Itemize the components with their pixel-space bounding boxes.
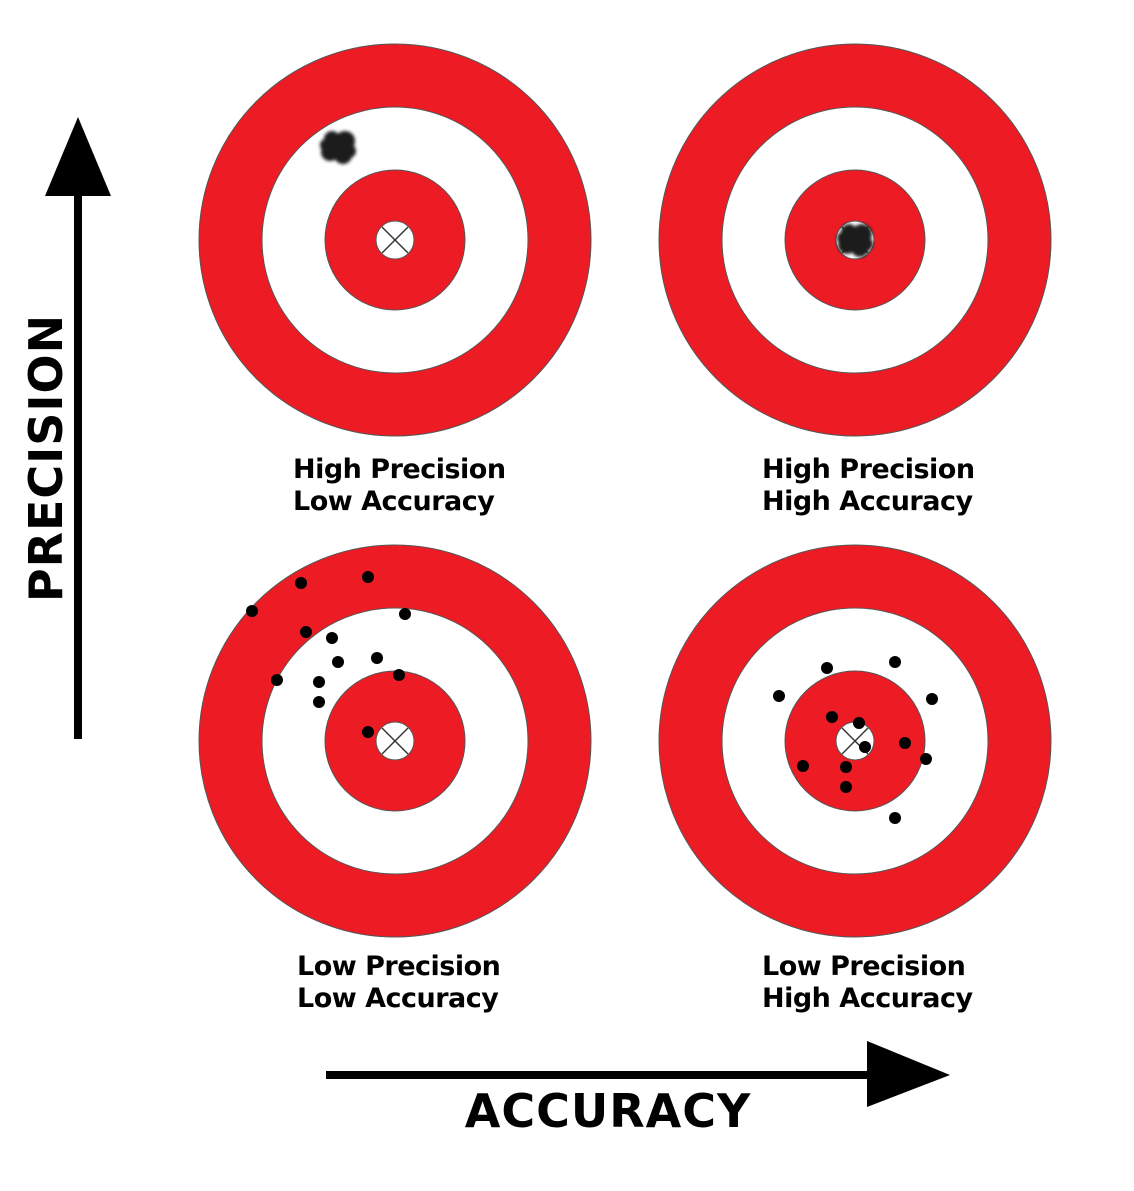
shot-blot xyxy=(320,139,332,151)
accuracy-axis-label: ACCURACY xyxy=(464,1084,752,1138)
shot-cluster xyxy=(320,131,356,164)
shot-hole xyxy=(326,632,338,644)
shot-cluster xyxy=(837,224,873,257)
shot-hole xyxy=(826,711,838,723)
shot-hole xyxy=(840,761,852,773)
shot-hole xyxy=(295,577,307,589)
shot-hole xyxy=(313,676,325,688)
shot-hole xyxy=(246,605,258,617)
shot-hole xyxy=(797,760,809,772)
shot-hole xyxy=(889,656,901,668)
precision-axis-label: PRECISION xyxy=(19,313,73,603)
accuracy-arrow-head xyxy=(867,1041,950,1107)
accuracy-arrow-shaft xyxy=(326,1071,886,1079)
precision-arrow-head xyxy=(45,117,111,196)
precision-arrow-shaft xyxy=(74,185,82,739)
caption-bottom-right-line1: Low Precision xyxy=(762,951,966,982)
shot-hole xyxy=(393,669,405,681)
shot-hole xyxy=(821,662,833,674)
caption-top-right-line2: High Accuracy xyxy=(762,486,973,517)
shot-blot xyxy=(342,144,356,158)
shot-hole xyxy=(362,726,374,738)
shot-hole xyxy=(332,656,344,668)
shot-hole xyxy=(899,737,911,749)
bullseye-cross-line xyxy=(841,727,869,755)
shot-hole xyxy=(926,693,938,705)
shot-hole xyxy=(853,717,865,729)
bullseye-cross-line xyxy=(381,226,409,254)
caption-bottom-right-line2: High Accuracy xyxy=(762,983,973,1014)
shot-blot xyxy=(859,237,873,251)
shot-hole xyxy=(371,652,383,664)
bullseye-cross-line xyxy=(381,727,409,755)
shot-hole xyxy=(313,696,325,708)
shot-hole xyxy=(859,741,871,753)
caption-top-left-line1: High Precision xyxy=(293,454,506,485)
caption-bottom-left-line1: Low Precision xyxy=(297,951,501,982)
precision-arrow xyxy=(45,117,111,739)
caption-bottom-left-line2: Low Accuracy xyxy=(297,983,499,1014)
shot-hole xyxy=(889,812,901,824)
targets-group xyxy=(198,43,1052,938)
shot-blot xyxy=(837,232,849,244)
shot-hole xyxy=(271,674,283,686)
caption-top-right-line1: High Precision xyxy=(762,454,975,485)
shot-hole xyxy=(300,626,312,638)
shot-hole xyxy=(920,753,932,765)
shot-hole xyxy=(362,571,374,583)
target-bottom-left xyxy=(198,544,592,938)
target-top-right xyxy=(658,43,1052,437)
shot-hole xyxy=(840,781,852,793)
accuracy-arrow xyxy=(326,1041,950,1107)
shot-hole xyxy=(399,608,411,620)
shot-hole xyxy=(773,690,785,702)
target-bottom-right xyxy=(658,544,1052,938)
target-top-left xyxy=(198,43,592,437)
caption-top-left-line2: Low Accuracy xyxy=(293,486,495,517)
